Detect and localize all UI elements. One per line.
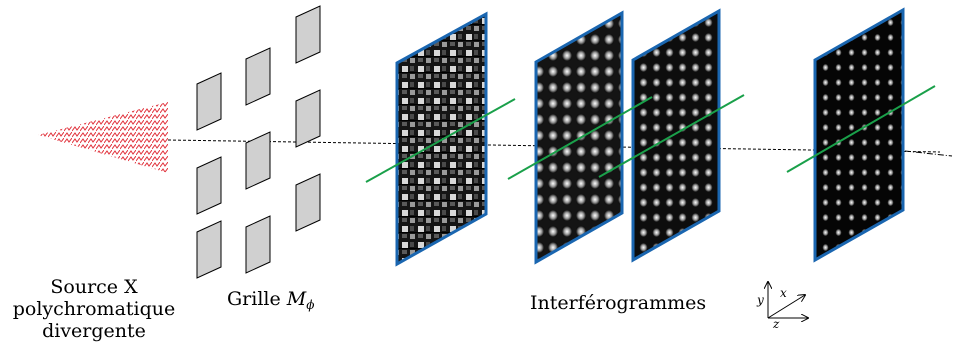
coordinate-axes [768, 282, 808, 318]
grid-label-prefix: Grille [227, 288, 287, 310]
grid-label-subscript: ϕ [306, 298, 315, 312]
grid-tile [295, 5, 321, 64]
grid-label-symbol: M [286, 288, 307, 310]
section-line-3 [598, 94, 745, 178]
grid-tile [295, 173, 321, 232]
grid-tile [196, 220, 222, 279]
grid-tile [245, 215, 271, 274]
section-line-1 [365, 98, 516, 183]
section-line-4 [786, 85, 936, 173]
interferogram-panel-3 [631, 8, 721, 263]
grid-tile [196, 72, 222, 131]
source-label: Source X polychromatique divergente [4, 276, 184, 342]
phase-grid [196, 5, 321, 279]
xray-source-cone [38, 102, 168, 173]
interferograms-label: Interférogrammes [530, 292, 707, 314]
axis-label-x: x [780, 286, 787, 300]
axis-label-z: z [773, 317, 780, 331]
axis-label-y: y [757, 293, 764, 307]
source-label-line1: Source X [50, 276, 138, 298]
source-label-line3: divergente [42, 320, 146, 342]
grid-label: Grille Mϕ [227, 288, 314, 316]
source-label-line2: polychromatique [12, 298, 176, 320]
optical-axis-tail [904, 150, 953, 157]
interferogram-panel-4 [813, 7, 905, 263]
grid-tile [245, 131, 271, 190]
grid-tile [245, 47, 271, 106]
grid-tile [295, 89, 321, 148]
grid-tile [196, 156, 222, 215]
section-line-2 [507, 96, 653, 180]
